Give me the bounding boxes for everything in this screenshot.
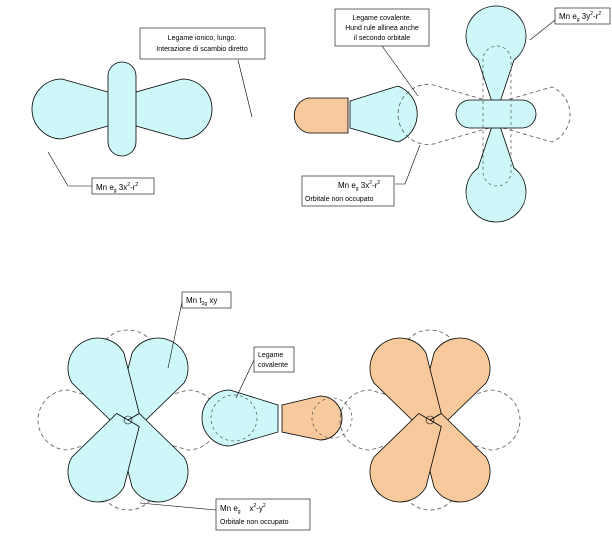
svg-text:covalente: covalente xyxy=(258,362,288,369)
cyan-lobe-top-left xyxy=(350,86,417,142)
orbital-t2g-right xyxy=(340,327,520,513)
svg-text:Orbitale non occupato: Orbitale non occupato xyxy=(305,196,374,203)
svg-text:il secondo orbitale: il secondo orbitale xyxy=(354,35,411,42)
mn-eg-x2y2-label: Mn eg x2-y2 Orbitale non occupato xyxy=(140,499,310,530)
covalent-pair-bottom xyxy=(202,390,352,446)
orange-lobe-top xyxy=(294,98,348,133)
svg-text:Orbitale non occupato: Orbitale non occupato xyxy=(220,519,289,526)
mn-eg-3y2-label: Mn eg 3y2-r2 xyxy=(530,8,610,40)
mn-eg-3x2-label-right: Mn eg 3x2-r2 Orbitale non occupato xyxy=(302,145,420,206)
ionic-bond-line1: Legame ionico, lungo. xyxy=(168,35,237,42)
orbital-3y2-r2 xyxy=(456,6,536,222)
svg-text:Legame: Legame xyxy=(258,352,283,359)
svg-text:Hund rule allinea anche: Hund rule allinea anche xyxy=(345,25,419,32)
orbital-3x2-r2-left xyxy=(32,62,212,156)
covalent-bottom-label: Legame covalente xyxy=(236,347,294,398)
orbital-t2g-left xyxy=(38,327,218,513)
torus-ring xyxy=(108,62,136,156)
mn-eg-3x2-label-left: Mn eg 3x2-r2 xyxy=(48,152,154,194)
covalent-hund-label: Legame covalente. Hund rule allinea anch… xyxy=(335,9,429,96)
svg-text:Legame covalente.: Legame covalente. xyxy=(352,15,411,22)
ionic-bond-line2: Interazione di scambio diretto xyxy=(156,46,248,53)
